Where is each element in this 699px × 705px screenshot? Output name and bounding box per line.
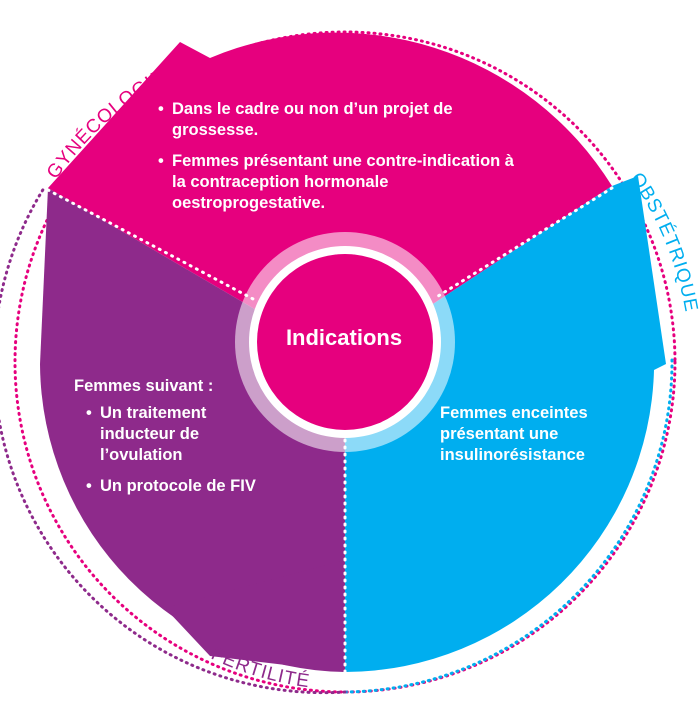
divider-gyn-fer bbox=[46, 188, 257, 302]
divider-gyn-obs bbox=[433, 186, 614, 300]
outer-ring-obstetrique bbox=[343, 358, 674, 694]
segment-obstetrique bbox=[345, 176, 666, 672]
center-hub bbox=[257, 254, 433, 430]
gynecologie-item: Femmes présentant une contre-indication … bbox=[158, 151, 518, 214]
fertilite-item: Un traitement inducteur de l’ovulation bbox=[86, 403, 256, 466]
center-title: Indications bbox=[285, 325, 403, 350]
obstetrique-text: Femmes enceintes présentant une insulino… bbox=[440, 404, 588, 464]
gynecologie-text: Dans le cadre ou non d’un projet de gros… bbox=[158, 99, 518, 224]
gynecologie-list: Dans le cadre ou non d’un projet de gros… bbox=[158, 99, 518, 214]
gynecologie-item: Dans le cadre ou non d’un projet de gros… bbox=[158, 99, 518, 141]
fertilite-item: Un protocole de FIV bbox=[86, 476, 320, 497]
fertilite-text: Femmes suivant : Un traitement inducteur… bbox=[74, 376, 324, 507]
fertilite-list: Un traitement inducteur de l’ovulation U… bbox=[86, 403, 256, 497]
segment-fertilite-notch bbox=[165, 560, 345, 672]
outer-ring-fertilite bbox=[0, 186, 347, 695]
fertilite-intro: Femmes suivant : bbox=[74, 377, 214, 395]
